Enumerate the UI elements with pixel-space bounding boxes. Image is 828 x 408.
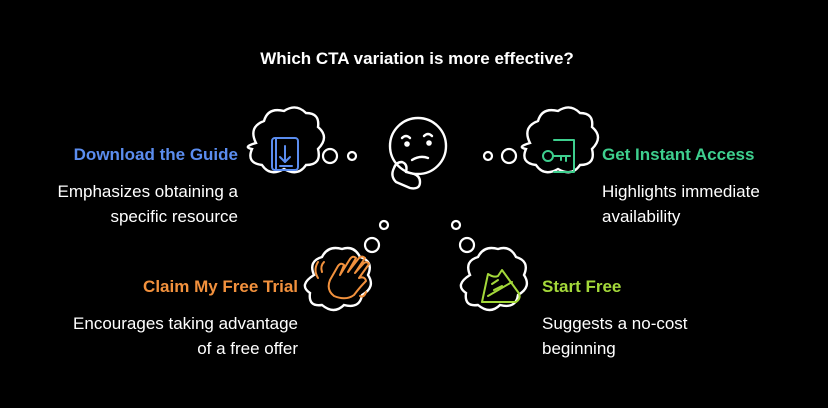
key-door-icon — [542, 139, 575, 173]
option-heading-start-free: Start Free — [542, 277, 622, 296]
option-description-instant-access: Highlights immediate availability — [602, 182, 760, 226]
bubble-dot — [378, 219, 390, 231]
option-description-free-trial: Encourages taking advantage of a free of… — [73, 314, 298, 358]
option-heading-instant-access: Get Instant Access — [602, 145, 755, 164]
bubble-dot — [346, 150, 358, 162]
waving-hand-icon — [314, 255, 370, 300]
option-description-start-free: Suggests a no-cost beginning — [542, 314, 688, 358]
document-download-icon — [271, 137, 299, 171]
bubble-dot — [500, 147, 518, 165]
option-description-download-guide: Emphasizes obtaining a specific resource — [57, 182, 238, 226]
running-shoe-icon — [481, 269, 521, 303]
option-heading-download-guide: Download the Guide — [73, 145, 238, 164]
bubble-dot — [458, 236, 476, 254]
bubble-dot — [450, 219, 462, 231]
option-heading-free-trial: Claim My Free Trial — [143, 277, 298, 296]
thought-cloud — [459, 246, 529, 312]
bubble-dot — [321, 147, 339, 165]
bubble-dot — [363, 236, 381, 254]
thinking-face-icon — [388, 116, 448, 190]
bubble-dot — [482, 150, 494, 162]
diagram-title: Which CTA variation is more effective? — [260, 49, 574, 68]
thought-cloud — [246, 106, 326, 174]
